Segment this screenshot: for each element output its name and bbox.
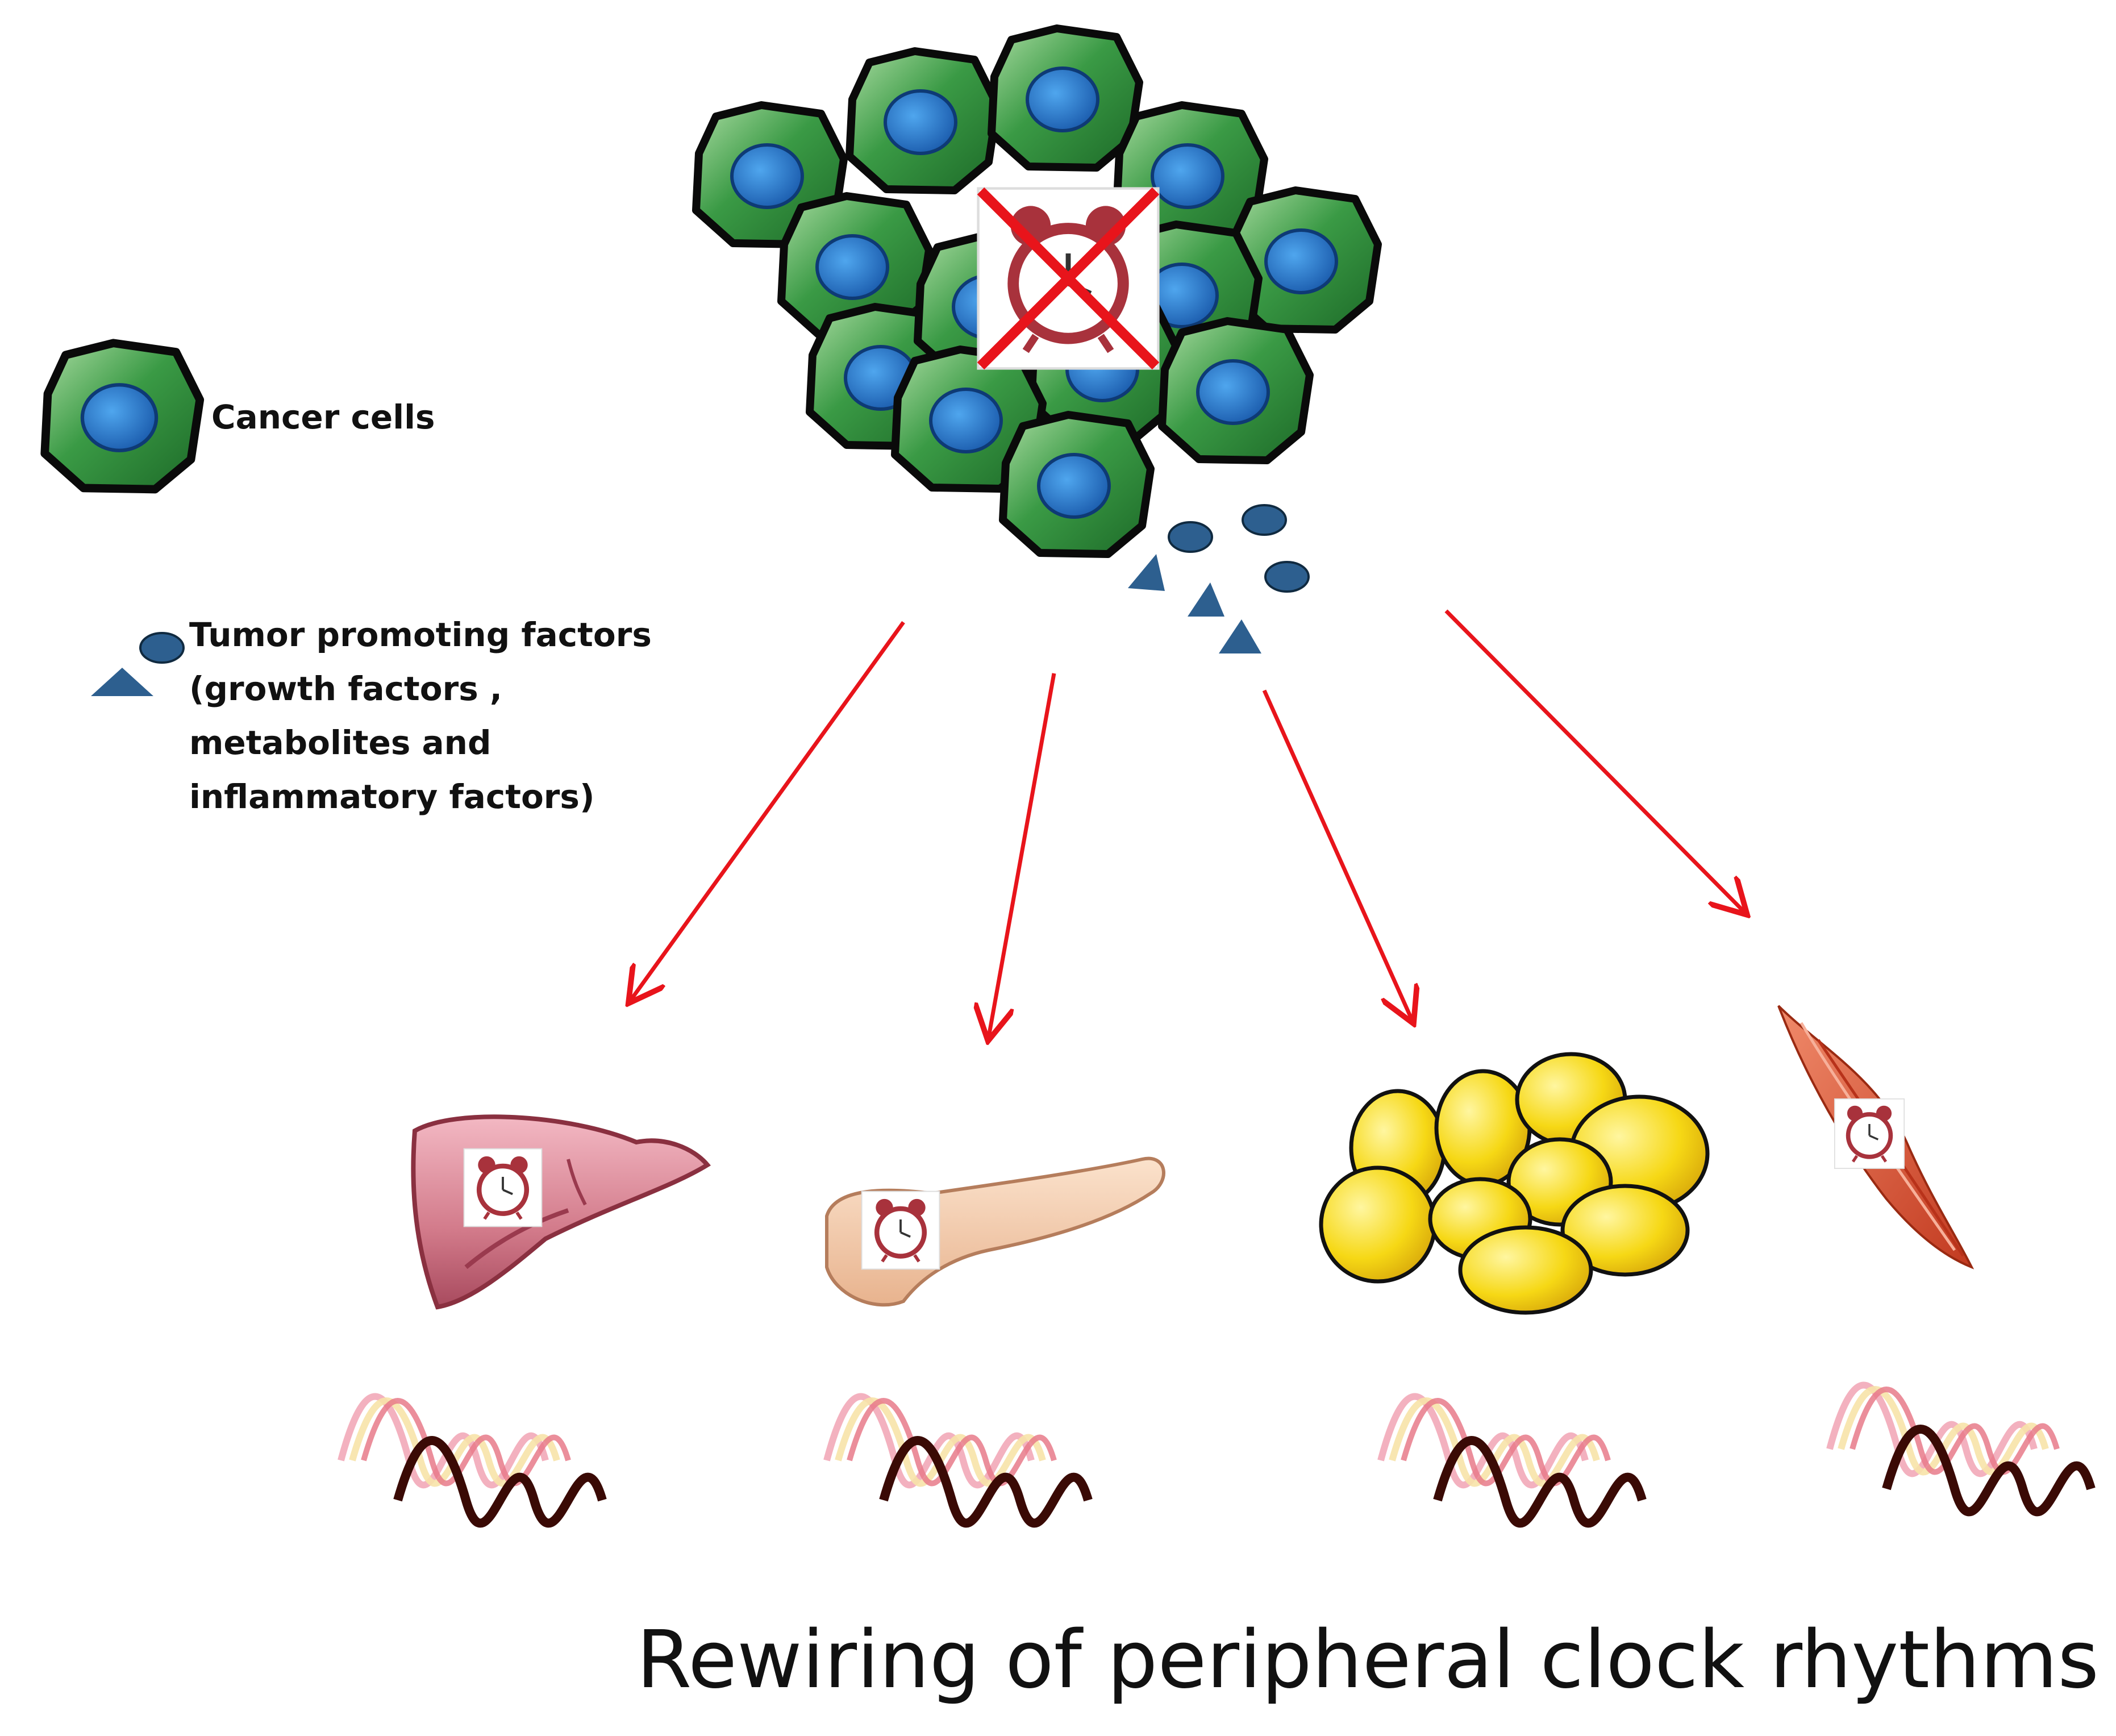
cancer-cell: [992, 28, 1139, 168]
arrow-icon: [631, 621, 905, 1000]
liver-icon: [411, 1114, 711, 1310]
arrows: [631, 609, 1744, 1037]
wave-rhythm-icon: [827, 1397, 1088, 1523]
wave-rhythm-icon: [1381, 1397, 1642, 1523]
legend-cancer-cells-label: Cancer cells: [211, 398, 435, 436]
cancer-cell: [1003, 415, 1151, 554]
tumor-factors-cluster: [1128, 504, 1310, 653]
pancreas-icon: [825, 1156, 1165, 1307]
wave-rhythm-icon: [1830, 1385, 2091, 1512]
muscle-icon: [1777, 1005, 1975, 1269]
legend-factor-line: metabolites and: [189, 723, 491, 762]
legend-tumor-factors-label: Tumor promoting factors (growth factors …: [189, 608, 652, 824]
legend-factor-line: Tumor promoting factors: [189, 615, 652, 654]
arrow-icon: [1262, 689, 1412, 1020]
diagram-caption: Rewiring of peripheral clock rhythms: [636, 1614, 2100, 1706]
legend-factor-icon: [91, 632, 185, 696]
cancer-cell-cluster: [696, 28, 1378, 554]
legend-factor-line: (growth factors ,: [189, 669, 502, 708]
adipose-tissue-icon: [1319, 1052, 1710, 1315]
cancer-cell: [849, 51, 997, 190]
wave-rhythm-icon: [341, 1397, 602, 1523]
arrow-icon: [1444, 609, 1744, 912]
legend-factor-line: inflammatory factors): [189, 777, 595, 816]
arrow-icon: [989, 673, 1056, 1037]
crossed-alarm-clock-icon: [978, 189, 1159, 369]
cancer-cell: [1162, 321, 1310, 460]
legend-cancer-cell-icon: [45, 343, 200, 489]
